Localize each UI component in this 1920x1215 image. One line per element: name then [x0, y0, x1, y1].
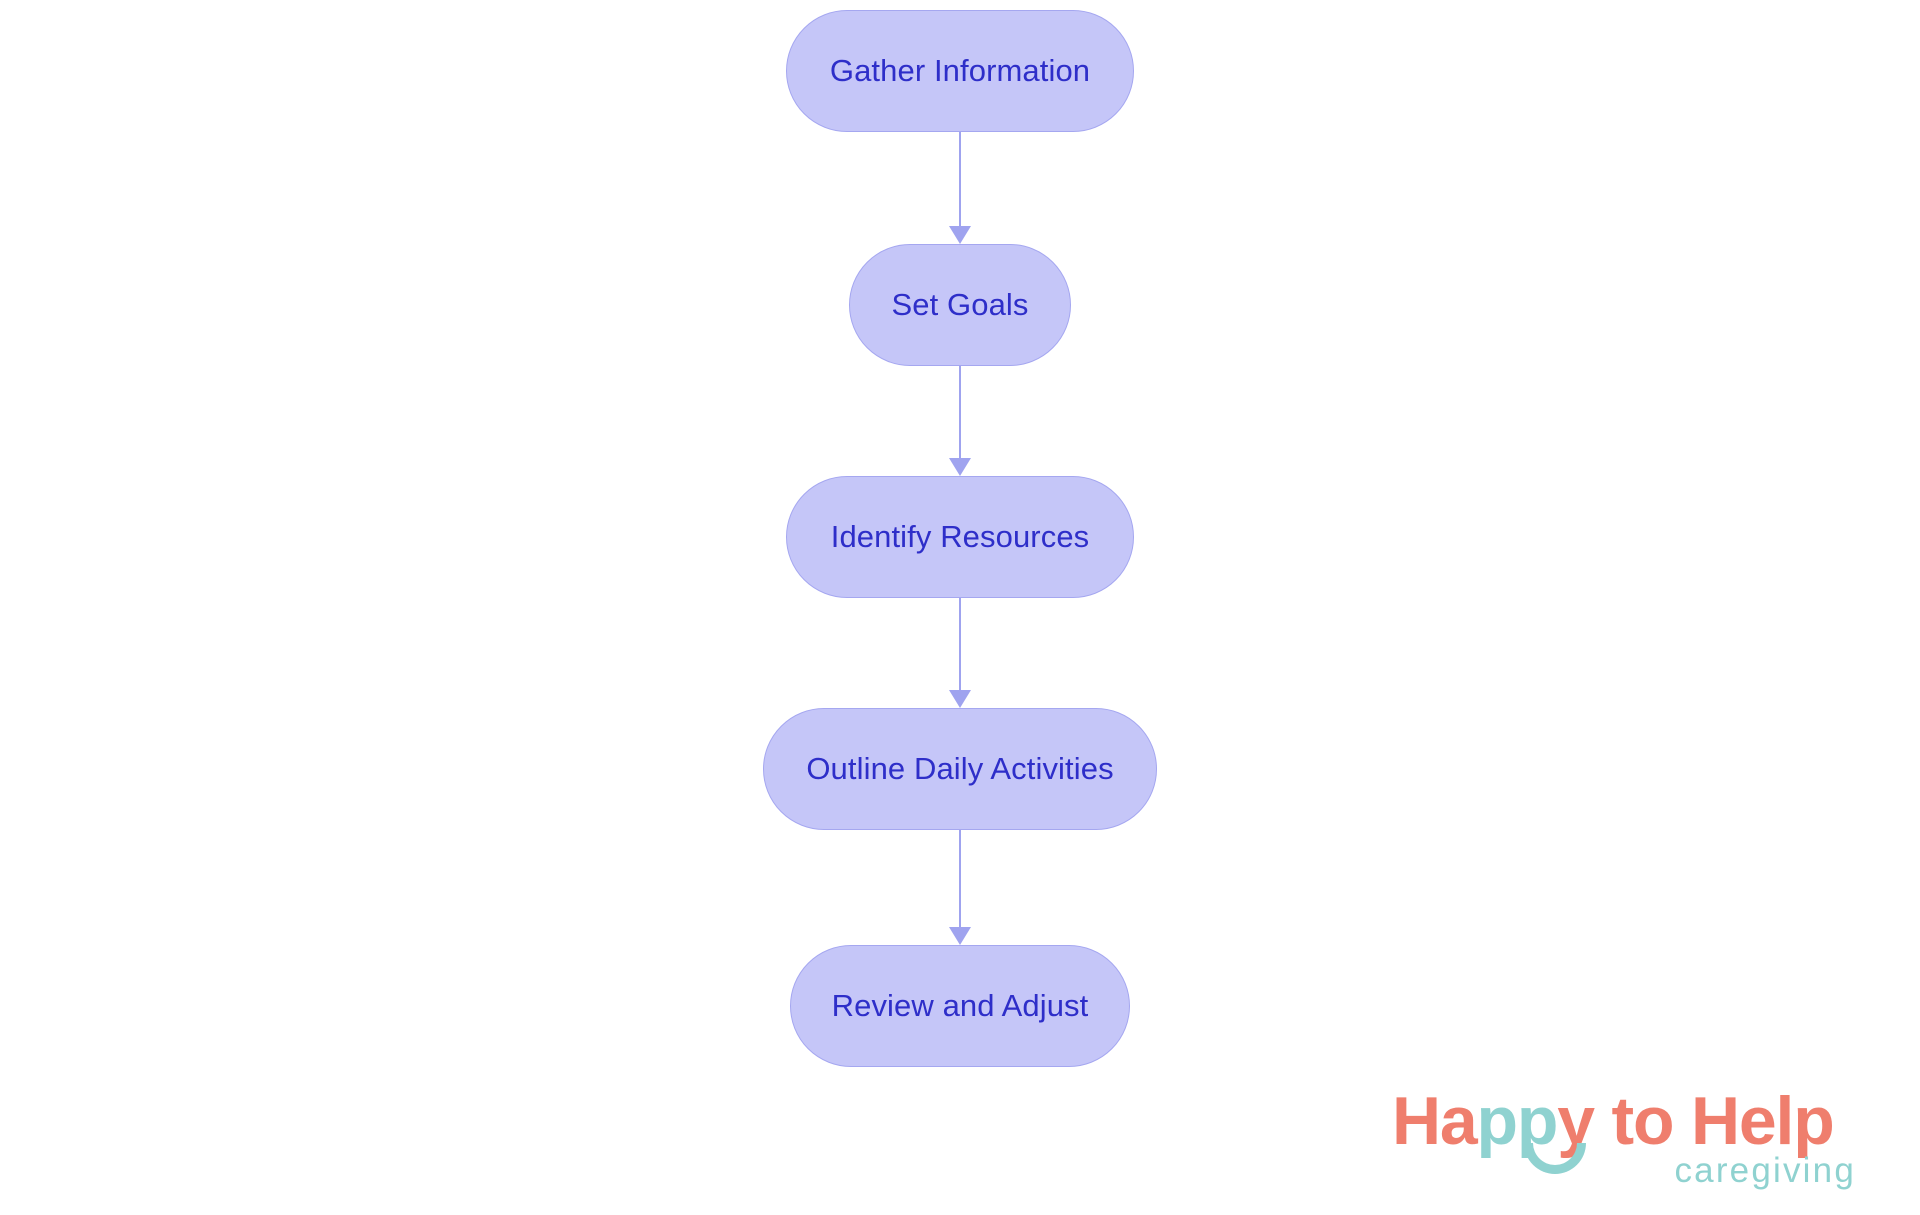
flow-node-review-and-adjust[interactable]: Review and Adjust [790, 945, 1130, 1067]
brand-logo: Happy to Help caregiving [1392, 1087, 1862, 1197]
flow-node-label: Outline Daily Activities [806, 751, 1114, 786]
flow-node-label: Review and Adjust [831, 988, 1089, 1023]
logo-word-part-2: y to Help [1557, 1083, 1835, 1159]
smile-arc-icon [1524, 1143, 1586, 1174]
flowchart-node-column: Gather Information Set Goals Identify Re… [0, 10, 1920, 1067]
connector-line [958, 598, 962, 691]
connector-line [958, 132, 962, 227]
flow-node-identify-resources[interactable]: Identify Resources [786, 476, 1134, 598]
flow-node-gather-information[interactable]: Gather Information [786, 10, 1134, 132]
logo-tagline: caregiving [1674, 1151, 1856, 1190]
flow-node-outline-daily-activities[interactable]: Outline Daily Activities [763, 708, 1157, 830]
connector-line [958, 366, 962, 459]
flow-connector-3 [940, 598, 980, 708]
flow-connector-1 [940, 132, 980, 244]
logo-word-part-1: Ha [1392, 1083, 1478, 1159]
flow-node-set-goals[interactable]: Set Goals [849, 244, 1071, 366]
arrow-down-icon [949, 927, 971, 945]
logo-wordmark: Happy to Help [1392, 1087, 1835, 1155]
flow-connector-2 [940, 366, 980, 476]
flow-node-label: Set Goals [891, 287, 1029, 322]
arrow-down-icon [949, 458, 971, 476]
connector-line [958, 830, 962, 928]
arrow-down-icon [949, 690, 971, 708]
arrow-down-icon [949, 226, 971, 244]
flow-node-label: Gather Information [829, 53, 1091, 88]
flow-connector-4 [940, 830, 980, 945]
flow-node-label: Identify Resources [830, 519, 1090, 554]
